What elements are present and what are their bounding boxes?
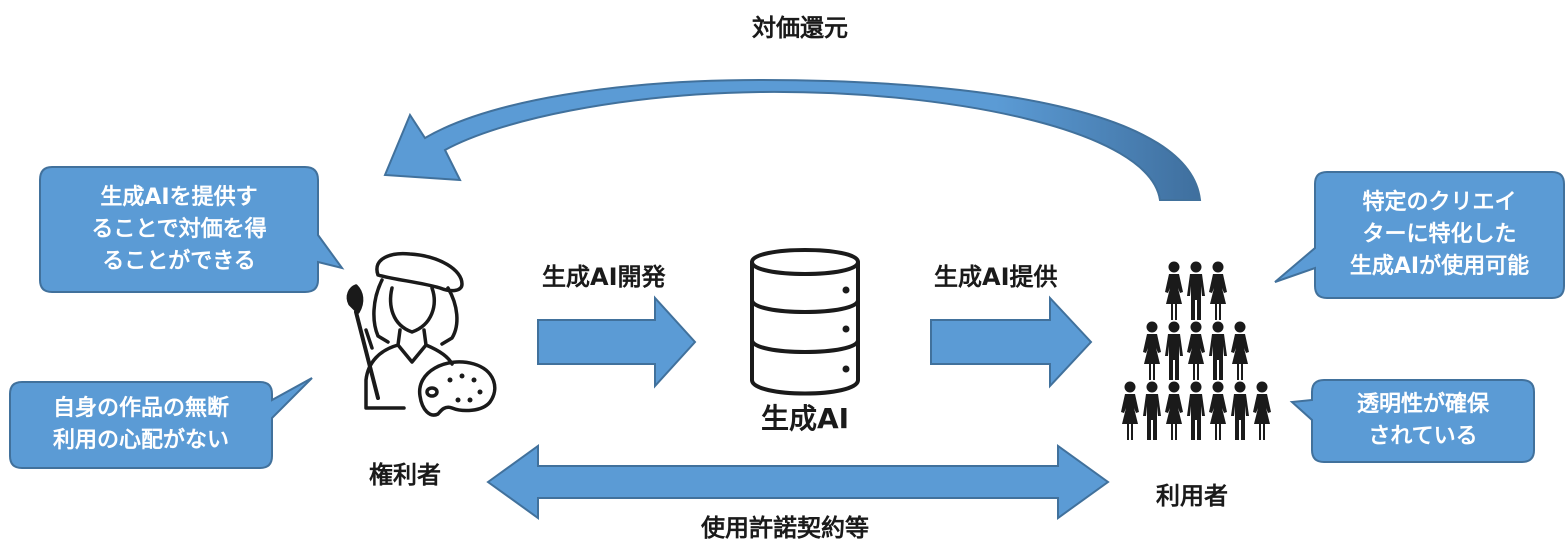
person-icon [1143, 321, 1161, 380]
person-icon [1209, 261, 1227, 320]
callout-user-special-shape [1274, 171, 1565, 299]
person-icon [1253, 381, 1271, 440]
person-icon [1121, 381, 1139, 440]
database-icon [750, 248, 860, 396]
callout-line: ることで対価を得 [91, 216, 267, 242]
feedback-label: 対価還元 [752, 14, 848, 42]
person-icon [1209, 321, 1227, 380]
license-double-arrow [486, 444, 1110, 520]
license-label: 使用許諾契約等 [701, 514, 869, 541]
ai-label: 生成AI [760, 402, 850, 435]
callout-line: 生成AIが使用可能 [1349, 254, 1530, 279]
provide-arrow [930, 295, 1093, 389]
artist-with-palette-icon [346, 251, 497, 417]
callout-line: 生成AIを提供す [100, 184, 258, 210]
callout-rights-benefit-shape [39, 166, 345, 293]
person-icon [1165, 321, 1183, 380]
develop-arrow [537, 295, 697, 389]
person-icon [1165, 261, 1183, 320]
person-icon [1231, 321, 1249, 380]
callout-rights-benefit: 生成AIを提供す ることで対価を得 ることができる [40, 167, 318, 292]
callout-user-special: 特定のクリエイ ターに特化した 生成AIが使用可能 [1315, 172, 1564, 298]
callout-line: 自身の作品の無断 [52, 396, 229, 421]
callout-line: されている [1368, 424, 1478, 449]
crowd-of-people-icon [1121, 261, 1271, 440]
provide-label: 生成AI提供 [934, 263, 1058, 291]
rights-holder-label: 権利者 [369, 461, 441, 489]
person-icon [1231, 381, 1249, 440]
develop-label: 生成AI開発 [542, 263, 666, 291]
person-icon [1187, 321, 1205, 380]
callout-line: 特定のクリエイ [1362, 190, 1517, 215]
person-icon [1209, 381, 1227, 440]
callout-line: 利用の心配がない [52, 428, 229, 453]
person-icon [1187, 261, 1205, 320]
person-icon [1187, 381, 1205, 440]
person-icon [1165, 381, 1183, 440]
callout-line: ることができる [102, 248, 256, 274]
callout-rights-safe-shape [9, 377, 313, 469]
users-label: 利用者 [1156, 482, 1228, 510]
callout-line: 透明性が確保 [1356, 392, 1489, 417]
callout-line: ターに特化した [1362, 222, 1517, 247]
callout-user-transparency: 透明性が確保 されている [1312, 380, 1534, 462]
curved-return-arrow [383, 78, 1202, 201]
callout-rights-safe: 自身の作品の無断 利用の心配がない [10, 382, 272, 468]
callout-user-transparency-shape [1289, 379, 1535, 463]
person-icon [1143, 381, 1161, 440]
